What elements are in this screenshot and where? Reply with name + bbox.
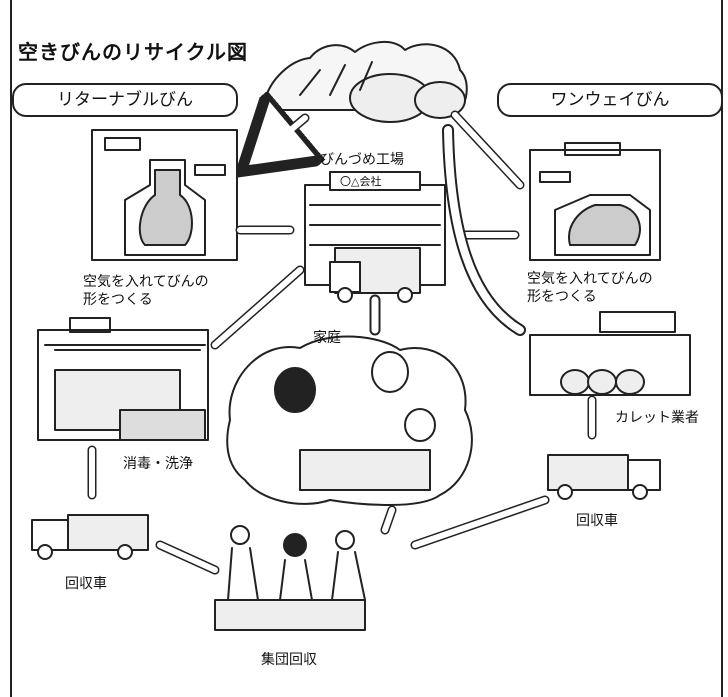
mold-left-caption: 空気を入れてびんの 形をつくる (83, 273, 209, 309)
truck-right (547, 454, 661, 500)
group-collection (214, 525, 366, 631)
home-label: 家庭 (313, 330, 341, 346)
oneway-label: ワンウェイびん (497, 83, 723, 117)
cullet-label: カレット業者 (615, 410, 699, 426)
truck-right-label: 回収車 (576, 513, 618, 529)
mold-machine-left (91, 129, 238, 261)
page-title: 空きびんのリサイクル図 (18, 40, 248, 64)
truck-left-label: 回収車 (65, 576, 107, 592)
mold-right-line2: 形をつくる (527, 289, 597, 305)
returnable-label: リターナブルびん (12, 83, 238, 117)
mold-machine-right (529, 142, 661, 261)
mold-left-line2: 形をつくる (83, 292, 153, 308)
raw-material-mountain (264, 41, 468, 123)
mold-right-line1: 空気を入れてびんの (527, 271, 653, 287)
cullet-building (529, 311, 691, 396)
home-scene (226, 335, 473, 506)
group-collection-label: 集団回収 (261, 652, 317, 668)
mold-right-caption: 空気を入れてびんの 形をつくる (527, 270, 653, 306)
factory-label: びんづめ工場 (320, 152, 404, 168)
company-sign: 〇△会社 (340, 175, 382, 188)
wash-label: 消毒・洗浄 (123, 456, 193, 472)
truck-left (31, 514, 149, 560)
bottling-factory (304, 171, 446, 303)
wash-building (37, 317, 209, 441)
diagram-frame (10, 0, 723, 697)
mold-left-line1: 空気を入れてびんの (83, 274, 209, 290)
